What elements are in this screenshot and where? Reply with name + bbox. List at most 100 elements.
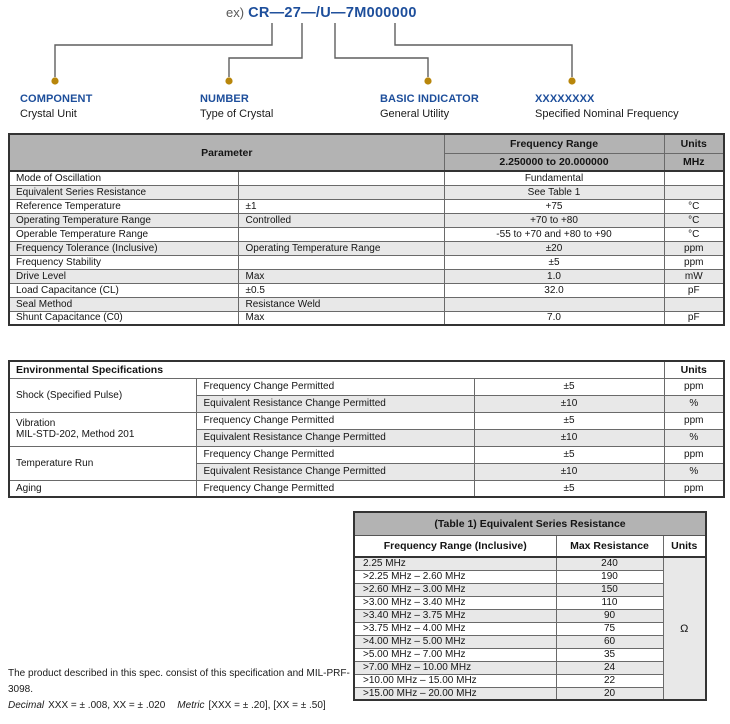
max-resistance-cell: 24 — [555, 660, 664, 675]
env-value-cell: ±5 — [473, 479, 665, 498]
range-column-header: Frequency Range (Inclusive) — [353, 534, 557, 558]
param-value-cell: 7.0 — [443, 310, 665, 326]
max-resistance-cell: 240 — [555, 556, 664, 571]
param-unit-cell: °C — [663, 212, 725, 228]
param-unit-cell: °C — [663, 226, 725, 242]
connector-line-basic-indicator — [334, 23, 429, 77]
param-qualifier-cell: Operating Temperature Range — [237, 240, 445, 256]
part-number-title: ex)CR—27—/U—7M000000 — [226, 4, 417, 22]
param-value-cell: ±5 — [443, 254, 665, 270]
env-test-cell: Equivalent Resistance Change Permitted — [195, 428, 475, 447]
param-value-cell: +70 to +80 — [443, 212, 665, 228]
env-group-shock: Shock (Specified Pulse) — [8, 377, 197, 413]
env-group-name: Aging — [16, 482, 42, 494]
metric-tolerance: [XXX = ± .20], [XX = ± .50] — [208, 700, 326, 711]
max-resistance-cell: 110 — [555, 595, 664, 610]
callout-label: XXXXXXXX — [535, 93, 595, 105]
freq-range-cell: >7.00 MHz – 10.00 MHz — [353, 660, 557, 675]
param-qualifier-cell: Controlled — [237, 212, 445, 228]
example-prefix: ex) — [226, 5, 245, 20]
param-qualifier-cell — [237, 184, 445, 200]
max-resistance-cell: 20 — [555, 686, 664, 701]
frequency-range-header-cell: Frequency Range — [443, 133, 665, 154]
freq-range-cell: >4.00 MHz – 5.00 MHz — [353, 634, 557, 649]
env-test-cell: Frequency Change Permitted — [195, 411, 475, 430]
units-value-cell: MHz — [663, 152, 725, 172]
callout-dot-basic-indicator — [424, 77, 432, 85]
freq-range-cell: >10.00 MHz – 15.00 MHz — [353, 673, 557, 688]
param-name-cell: Load Capacitance (CL) — [8, 282, 239, 298]
callout-basic-indicator: BASIC INDICATOR General Utility — [380, 93, 550, 120]
environmental-title-cell: Environmental Specifications — [8, 360, 665, 379]
callout-label: NUMBER — [200, 93, 249, 105]
callout-description: Specified Nominal Frequency — [535, 108, 679, 120]
env-test-cell: Equivalent Resistance Change Permitted — [195, 462, 475, 481]
frequency-range-value-cell: 2.250000 to 20.000000 — [443, 152, 665, 172]
decimal-label: Decimal — [8, 700, 45, 711]
connector-line-frequency — [394, 23, 573, 77]
env-unit-cell: % — [663, 428, 725, 447]
footnote: The product described in this spec. cons… — [8, 666, 354, 714]
callout-dot-frequency — [568, 77, 576, 85]
param-name-cell: Operating Temperature Range — [8, 212, 239, 228]
param-name-cell: Mode of Oscillation — [8, 170, 239, 186]
callout-component: COMPONENT Crystal Unit — [20, 93, 190, 120]
param-name-cell: Drive Level — [8, 268, 239, 284]
param-qualifier-cell: ±1 — [237, 198, 445, 214]
param-value-cell: +75 — [443, 198, 665, 214]
part-number: CR—27—/U—7M000000 — [248, 5, 417, 21]
environmental-table: Environmental Specifications Units Shock… — [8, 360, 726, 498]
footnote-paragraph: The product described in this spec. cons… — [8, 668, 350, 695]
units-header-cell: Units — [663, 133, 725, 154]
env-value-cell: ±5 — [473, 445, 665, 464]
env-group-subname: MIL-STD-202, Method 201 — [16, 429, 135, 440]
param-qualifier-cell — [237, 226, 445, 242]
env-test-cell: Frequency Change Permitted — [195, 445, 475, 464]
connector-line-number — [228, 23, 303, 77]
env-group-aging: Aging — [8, 479, 197, 498]
parameter-header-cell: Parameter — [8, 133, 445, 172]
callout-number: NUMBER Type of Crystal — [200, 93, 370, 120]
param-name-cell: Frequency Tolerance (Inclusive) — [8, 240, 239, 256]
env-group-vibration: Vibration MIL-STD-202, Method 201 — [8, 411, 197, 447]
callout-description: General Utility — [380, 108, 450, 120]
freq-range-cell: >2.60 MHz – 3.00 MHz — [353, 582, 557, 597]
callout-dot-component — [51, 77, 59, 85]
max-resistance-cell: 35 — [555, 647, 664, 662]
max-resistance-cell: 150 — [555, 582, 664, 597]
callout-frequency: XXXXXXXX Specified Nominal Frequency — [535, 93, 705, 120]
param-value-cell — [443, 296, 665, 312]
freq-range-cell: >3.75 MHz – 4.00 MHz — [353, 621, 557, 636]
param-value-cell: See Table 1 — [443, 184, 665, 200]
env-unit-cell: % — [663, 462, 725, 481]
environmental-units-header-cell: Units — [663, 360, 725, 379]
callout-description: Type of Crystal — [200, 108, 274, 120]
param-name-cell: Frequency Stability — [8, 254, 239, 270]
param-qualifier-cell — [237, 170, 445, 186]
callout-dot-number — [225, 77, 233, 85]
freq-range-cell: >15.00 MHz – 20.00 MHz — [353, 686, 557, 701]
env-group-name: Temperature Run — [16, 457, 94, 469]
param-unit-cell: pF — [663, 282, 725, 298]
units-column-header: Units — [662, 534, 707, 558]
freq-range-cell: >3.40 MHz – 3.75 MHz — [353, 608, 557, 623]
param-name-cell: Operable Temperature Range — [8, 226, 239, 242]
env-group-name: Vibration — [16, 418, 56, 429]
max-resistance-cell: 60 — [555, 634, 664, 649]
param-name-cell: Shunt Capacitance (C0) — [8, 310, 239, 326]
param-qualifier-cell: Max — [237, 310, 445, 326]
param-value-cell: Fundamental — [443, 170, 665, 186]
param-qualifier-cell: Max — [237, 268, 445, 284]
env-value-cell: ±10 — [473, 428, 665, 447]
param-unit-cell — [663, 296, 725, 312]
max-resistance-cell: 75 — [555, 621, 664, 636]
env-unit-cell: ppm — [663, 445, 725, 464]
param-qualifier-cell: ±0.5 — [237, 282, 445, 298]
max-resistance-cell: 90 — [555, 608, 664, 623]
env-unit-cell: ppm — [663, 377, 725, 396]
param-value-cell: ±20 — [443, 240, 665, 256]
param-name-cell: Reference Temperature — [8, 198, 239, 214]
param-value-cell: 32.0 — [443, 282, 665, 298]
param-value-cell: -55 to +70 and +80 to +90 — [443, 226, 665, 242]
